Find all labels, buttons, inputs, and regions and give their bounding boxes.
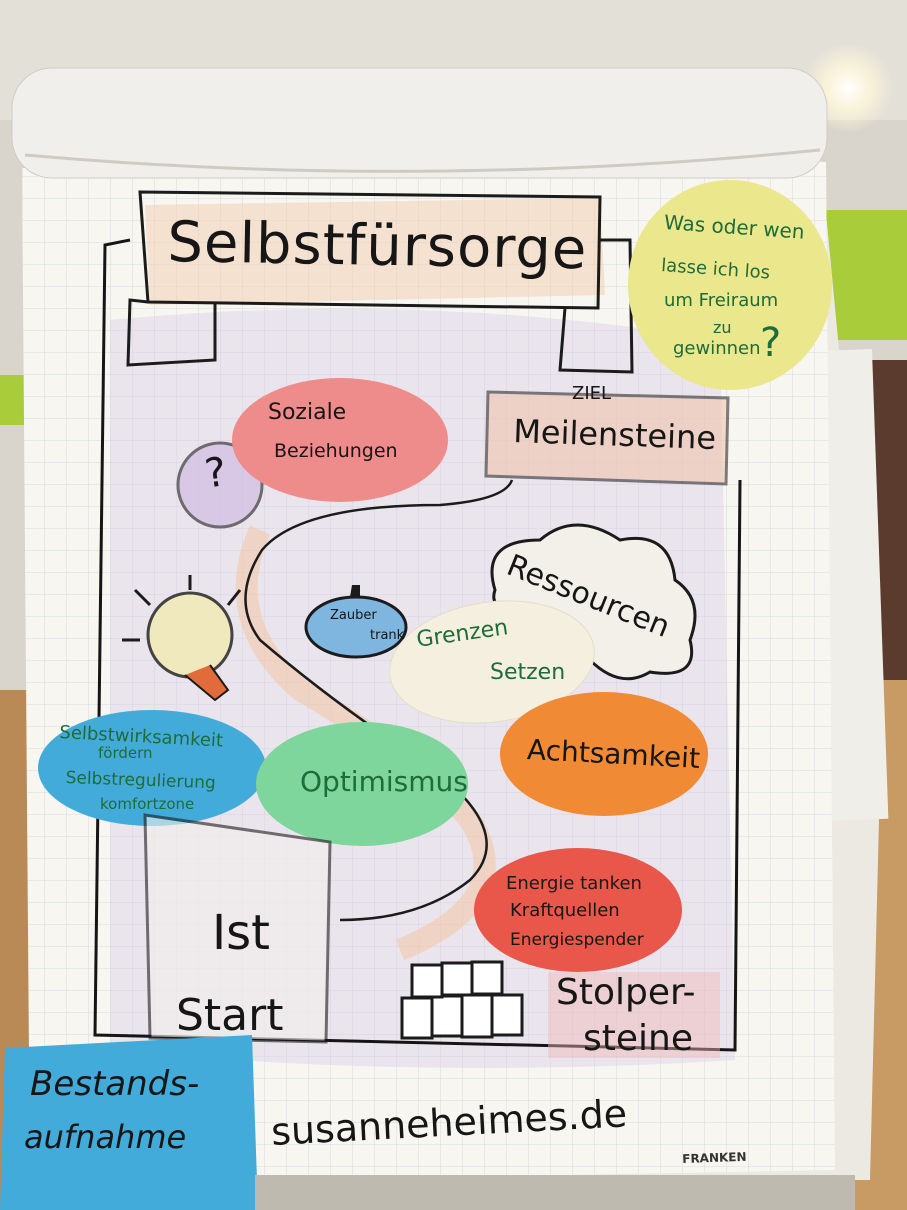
lightbulb-icon: [122, 575, 242, 702]
green-wall-left: [0, 375, 24, 425]
grenzen-setzen-ellipse: [389, 600, 595, 724]
zaubertrank-line-2: trank: [370, 628, 405, 643]
optimismus-ellipse: [256, 722, 468, 846]
title-wash: [145, 198, 605, 305]
question-circle: [628, 180, 832, 390]
stolpersteine-stones: [400, 960, 524, 1040]
soziale-line-1: Soziale: [268, 400, 347, 425]
soziale-line-2: Beziehungen: [274, 440, 398, 462]
stolpersteine-wash: [548, 972, 720, 1058]
energie-tanken-ellipse: [474, 848, 682, 972]
meilensteine-box: [484, 390, 730, 486]
grenzen-line-2: Setzen: [490, 660, 566, 685]
start-label: Start: [176, 990, 284, 1041]
roll-shadow: [24, 148, 821, 173]
stolpersteine-line-1: Stolper-: [556, 972, 696, 1013]
optimismus-label: Optimismus: [300, 765, 468, 798]
energie-line-2: Kraftquellen: [510, 900, 620, 921]
franken-brand: FRANKEN: [682, 1149, 747, 1166]
zaubertrank-line-1: Zauber: [330, 608, 377, 623]
paper-roll: [11, 67, 828, 179]
bestands-line-1: Bestands-: [30, 1064, 200, 1104]
question-line-3: um Freiraum: [664, 290, 779, 311]
selbstwirksamkeit-line-4: komfortzone: [100, 795, 195, 813]
soziale-beziehungen-ellipse: [232, 378, 448, 502]
bestandsaufnahme-note: [0, 1035, 258, 1210]
ziel-label: ZIEL: [572, 383, 612, 404]
bestands-line-2: aufnahme: [24, 1118, 187, 1156]
flipchart-base: [255, 1175, 855, 1210]
zaubertrank-potion: [304, 585, 408, 659]
winding-path: [244, 479, 514, 922]
question-line-5: gewinnen: [673, 338, 761, 359]
stolpersteine-line-2: steine: [583, 1018, 693, 1059]
achtsamkeit-ellipse: [500, 692, 708, 816]
question-line-4: zu: [713, 318, 732, 337]
meilensteine-label: Meilensteine: [512, 412, 717, 458]
title-banner: [126, 190, 634, 374]
board-title: Selbstfürsorge: [166, 210, 588, 283]
ist-start-box: [143, 813, 332, 1044]
energie-line-3: Energiespender: [510, 930, 644, 950]
outer-frame-line: [93, 238, 742, 1052]
question-line-6: ?: [760, 320, 782, 366]
side-sheet: [811, 349, 889, 821]
energie-line-1: Energie tanken: [506, 873, 642, 894]
selbstwirksamkeit-line-2: fördern: [98, 744, 153, 762]
ist-label: Ist: [212, 905, 270, 961]
selbstwirksamkeit-ellipse: [38, 710, 266, 826]
